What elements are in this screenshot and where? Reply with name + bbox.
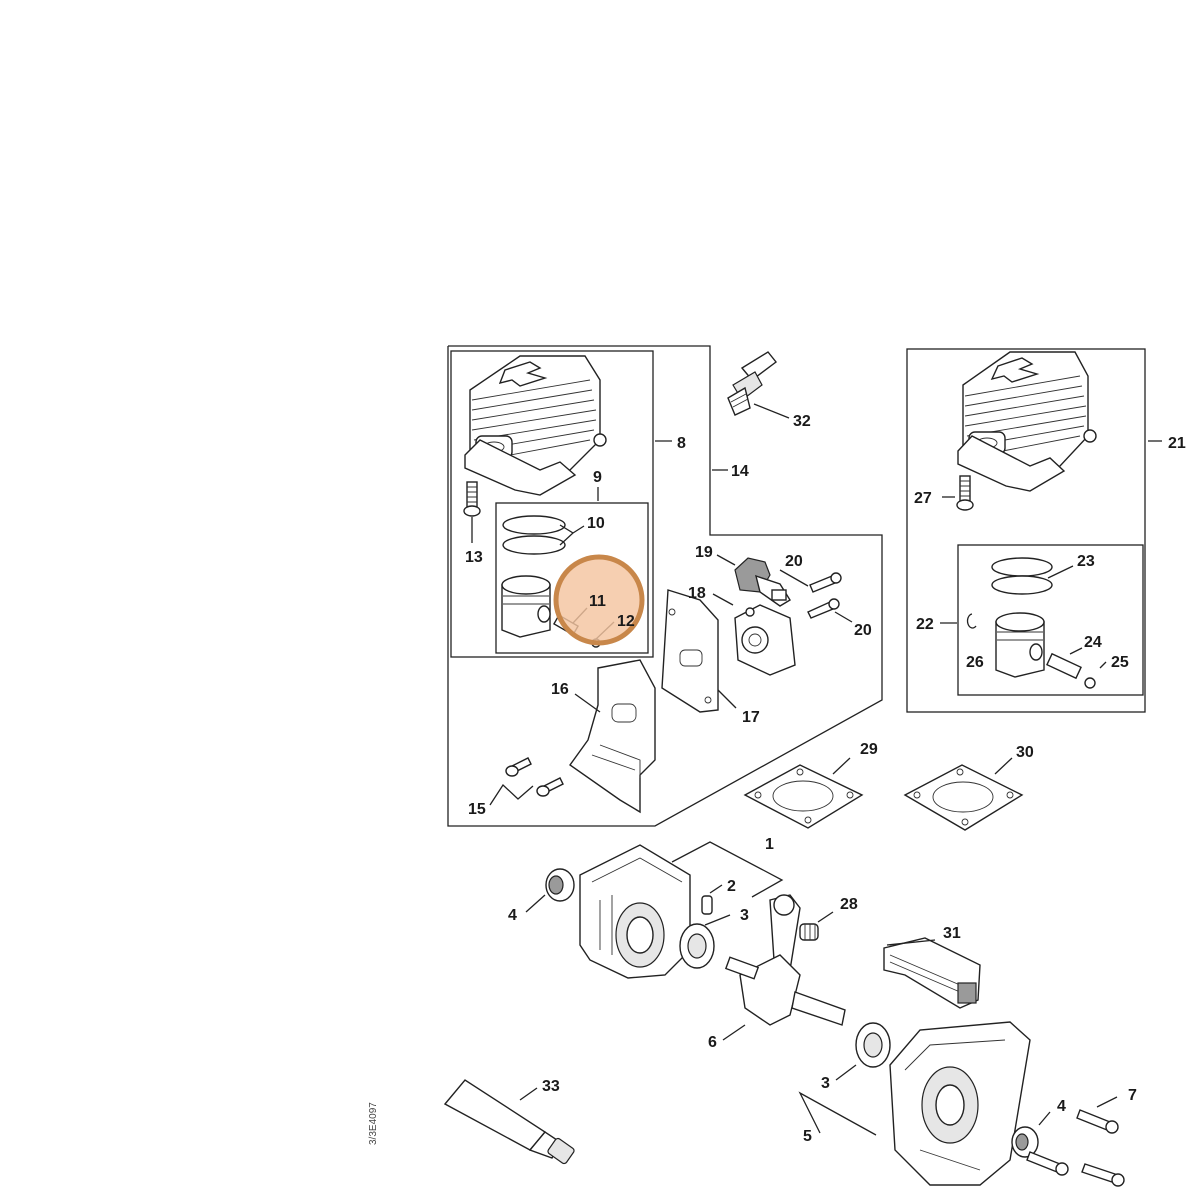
screw-13-icon [463,481,481,517]
cylinder-8-icon [464,355,607,496]
screw-7a-icon [1076,1109,1119,1134]
leader-lines [471,403,1162,1136]
callout-19[interactable]: 19 [695,544,713,561]
highlight-marker[interactable] [553,554,645,646]
callout-22[interactable]: 22 [916,616,934,633]
screw-20a-icon [809,572,842,593]
callout-30[interactable]: 30 [1016,744,1034,761]
seal-4b-icon [1011,1126,1039,1158]
callout-16[interactable]: 16 [551,681,569,698]
crankshaft-6-icon [724,894,846,1026]
callout-15[interactable]: 15 [468,801,486,818]
frame-14 [447,345,883,827]
callout-33[interactable]: 33 [542,1078,560,1095]
callout-8[interactable]: 8 [677,435,686,452]
callout-4a[interactable]: 4 [508,907,517,924]
piston-rings-10-icon [502,515,566,555]
screw-7c-icon [1081,1163,1125,1187]
piston-24-icon [995,612,1045,678]
callout-1[interactable]: 1 [765,836,774,853]
callout-4b[interactable]: 4 [1057,1098,1066,1115]
callout-2[interactable]: 2 [727,878,736,895]
frame-21 [906,348,1146,713]
crankcase-1-icon [579,844,691,979]
callout-6[interactable]: 6 [708,1034,717,1051]
callout-27[interactable]: 27 [914,490,932,507]
callout-17[interactable]: 17 [742,709,760,726]
dowel-2-icon [701,895,713,915]
piston-pin-24-icon [1046,652,1082,680]
callout-26[interactable]: 26 [966,654,984,671]
callout-10[interactable]: 10 [587,515,605,532]
callout-25[interactable]: 25 [1111,654,1129,671]
piston-11-icon [501,575,551,638]
callout-28[interactable]: 28 [840,896,858,913]
screw-7b-icon [1026,1151,1069,1176]
spark-plug-32-icon [727,351,777,416]
piston-rings-23-icon [991,557,1053,595]
screw-27-icon [956,475,974,511]
callout-21[interactable]: 21 [1168,435,1186,452]
crankcase-5-icon [889,1021,1031,1186]
screw-15a-icon [505,757,532,777]
callout-24[interactable]: 24 [1084,634,1102,651]
callout-23[interactable]: 23 [1077,553,1095,570]
callout-3a[interactable]: 3 [740,907,749,924]
circlip-26-icon [966,613,977,629]
circlip-25-icon [1084,677,1096,689]
heat-shield-16-icon [569,659,656,814]
bearing-3a-icon [679,923,715,969]
needle-cage-28-icon [799,923,819,941]
callout-9[interactable]: 9 [593,469,602,486]
carburetor-18-icon [734,604,796,676]
frame-8 [450,350,654,658]
frame-22 [957,544,1144,696]
bearing-3b-icon [855,1022,891,1068]
seal-4a-icon [545,868,575,902]
cylinder-21-icon [957,351,1097,492]
screw-20b-icon [807,598,840,619]
callout-20a[interactable]: 20 [785,553,803,570]
ignition-module-19-icon [734,557,791,607]
frame-9 [495,502,649,654]
callout-7[interactable]: 7 [1128,1087,1137,1104]
callout-13[interactable]: 13 [465,549,483,566]
callout-14[interactable]: 14 [731,463,749,480]
callout-31[interactable]: 31 [943,925,961,942]
callout-32[interactable]: 32 [793,413,811,430]
callout-12[interactable]: 12 [617,613,635,630]
callout-18[interactable]: 18 [688,585,706,602]
screw-15b-icon [536,777,564,797]
callout-11[interactable]: 11 [589,593,606,610]
baffle-31-icon [883,937,981,1009]
gasket-17-icon [661,589,719,713]
drawing-code: 3/3E4097 [368,1102,379,1145]
callout-29[interactable]: 29 [860,741,878,758]
callout-3b[interactable]: 3 [821,1075,830,1092]
gasket-29-icon [743,764,864,829]
grease-tube-33-icon [443,1079,575,1165]
callout-5[interactable]: 5 [803,1128,812,1145]
gasket-30-icon [903,764,1024,831]
callout-20b[interactable]: 20 [854,622,872,639]
